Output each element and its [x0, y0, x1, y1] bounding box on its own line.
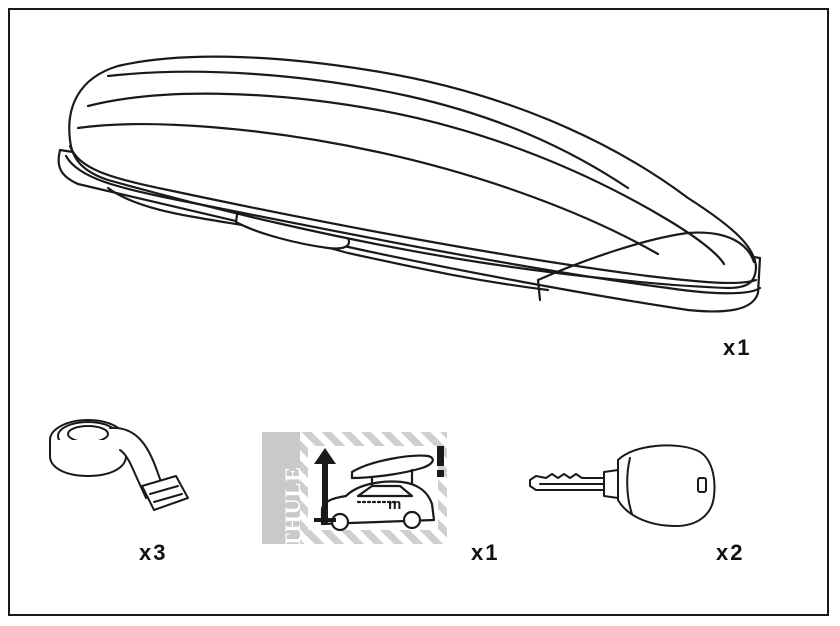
roof-box-quantity: x1	[723, 335, 752, 360]
key-quantity: x2	[716, 540, 745, 565]
sticker-quantity: x1	[471, 540, 500, 565]
height-warning-sticker-icon	[262, 432, 447, 544]
sticker-unit-label: m	[388, 496, 402, 513]
strap-quantity: x3	[139, 540, 168, 565]
key-icon	[529, 444, 716, 527]
parts-frame: x1 x3	[8, 8, 829, 616]
roof-box-icon	[57, 55, 762, 313]
sticker-brand-text: THULE	[280, 465, 305, 549]
strap-icon	[49, 419, 189, 511]
